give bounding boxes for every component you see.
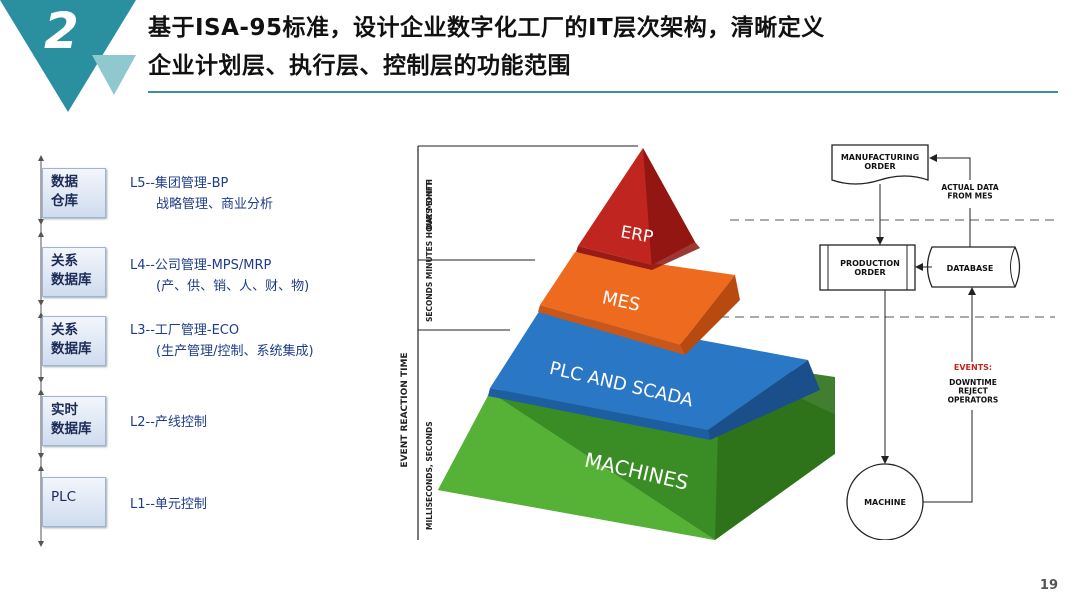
- level-box-l5-line1: 数据: [51, 174, 78, 190]
- level-box-l3: 关系 数据库: [42, 316, 106, 366]
- level-box-l5-line2: 仓库: [51, 193, 78, 209]
- level-separators: [720, 219, 1055, 318]
- level-box-l3-line1: 关系: [51, 322, 78, 338]
- level-l5-sub: 战略管理、商业分析: [156, 197, 274, 212]
- title-rule: [148, 91, 1058, 93]
- level-l5-title: L5--集团管理-BP: [130, 176, 229, 191]
- page-title-line-2: 企业计划层、执行层、控制层的功能范围: [148, 53, 571, 79]
- level-text-l5: L5--集团管理-BP 战略管理、商业分析: [130, 173, 273, 215]
- machine-label: MACHINE: [864, 498, 906, 507]
- level-axis: [38, 155, 44, 547]
- level-l1-title: L1--单元控制: [130, 497, 207, 512]
- pyramid-layer-plc-scada: PLC AND SCADA: [488, 310, 820, 440]
- level-box-l5: 数据 仓库: [42, 168, 106, 218]
- pyramid-layer-mes: MES: [538, 252, 740, 355]
- time-band-2: SECONDS MINUTES HOURS SHIFT: [425, 180, 434, 322]
- time-band-1: DAY MONTH: [425, 179, 434, 230]
- level-box-l2-line2: 数据库: [51, 421, 92, 437]
- page-number: 19: [1039, 578, 1058, 593]
- level-box-l1: PLC: [42, 477, 106, 527]
- page-title-line-1: 基于ISA-95标准，设计企业数字化工厂的IT层次架构，清晰定义: [148, 15, 825, 41]
- level-box-l2-line1: 实时: [51, 402, 78, 418]
- time-band-3: MILLISECONDS, SECONDS: [425, 421, 434, 530]
- level-l2-title: L2--产线控制: [130, 415, 207, 430]
- level-l3-title: L3--工厂管理-ECO: [130, 323, 240, 338]
- level-l4-sub: (产、供、销、人、财、物): [156, 279, 310, 294]
- isa95-pyramid-diagram: EVENT REACTION TIME DAY MONTH SECONDS MI…: [400, 145, 835, 540]
- level-text-l2: L2--产线控制: [130, 412, 207, 433]
- axis-label: EVENT REACTION TIME: [400, 352, 410, 467]
- level-text-l4: L4--公司管理-MPS/MRP (产、供、销、人、财、物): [130, 255, 309, 297]
- pyramid-layer-erp: ERP: [576, 148, 700, 270]
- section-badge: [0, 0, 136, 112]
- level-text-l3: L3--工厂管理-ECO (生产管理/控制、系统集成): [130, 320, 314, 362]
- level-box-l2: 实时 数据库: [42, 396, 106, 446]
- level-box-l4: 关系 数据库: [42, 247, 106, 297]
- level-box-l4-line1: 关系: [51, 253, 78, 269]
- database-label: DATABASE: [947, 264, 994, 273]
- section-number: 2: [44, 2, 79, 60]
- level-box-l4-line2: 数据库: [51, 272, 92, 288]
- level-l4-title: L4--公司管理-MPS/MRP: [130, 258, 272, 273]
- events-label: EVENTS:: [954, 363, 992, 372]
- level-box-l3-line2: 数据库: [51, 341, 92, 357]
- level-box-l1-line1: PLC: [51, 489, 77, 505]
- level-l3-sub: (生产管理/控制、系统集成): [156, 344, 314, 359]
- level-text-l1: L1--单元控制: [130, 494, 207, 515]
